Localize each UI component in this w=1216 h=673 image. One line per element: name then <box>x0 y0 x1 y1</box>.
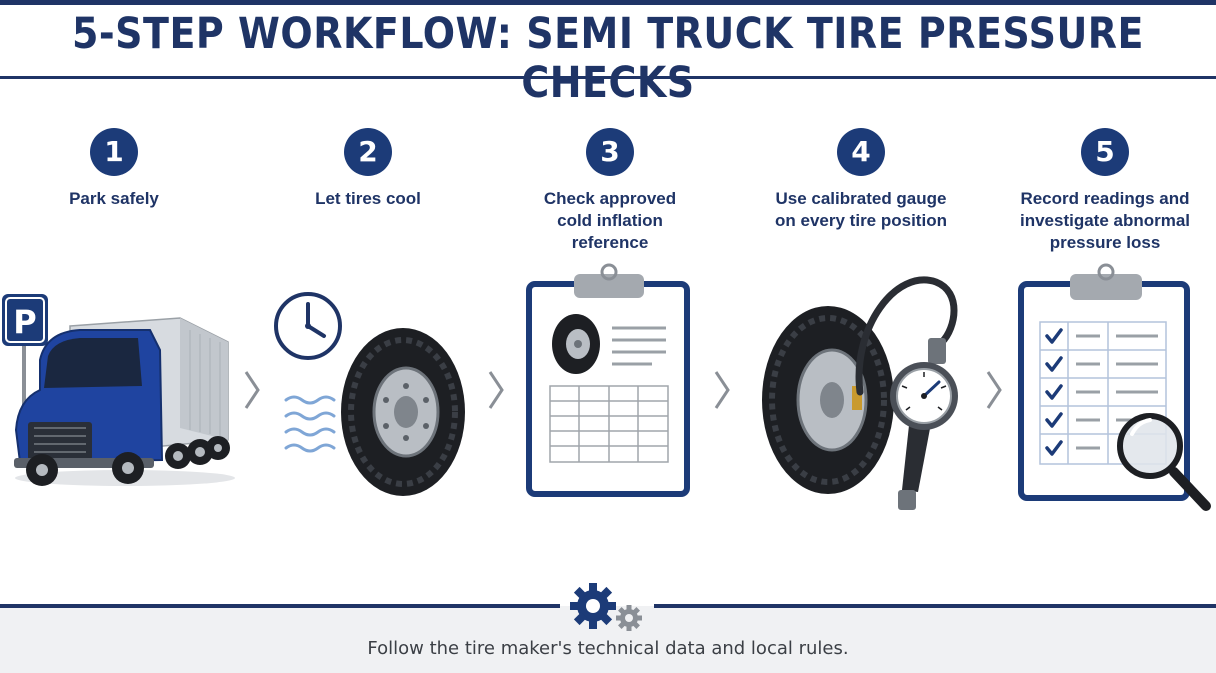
cooling-tire-illustration <box>268 288 478 508</box>
step-5-label: Record readings and investigate abnormal… <box>1019 189 1191 252</box>
footer-rule-left <box>0 604 560 608</box>
chevron-right-icon <box>714 371 730 409</box>
gauge-illustration <box>756 268 978 521</box>
truck-illustration: P <box>0 290 240 505</box>
chevron-right-icon <box>244 371 260 409</box>
page-title: 5-STEP WORKFLOW: SEMI TRUCK TIRE PRESSUR… <box>71 8 1145 108</box>
semi-truck-icon: P <box>2 294 235 486</box>
step-4-number: 4 <box>837 128 885 176</box>
footer-note: Follow the tire maker's technical data a… <box>367 638 849 659</box>
step-1: 1 Park safely <box>4 128 224 210</box>
gears-icon <box>570 583 642 631</box>
parking-sign-letter: P <box>13 303 36 341</box>
step-3-label: Check approved cold inflation reference <box>543 189 677 252</box>
tire-icon <box>762 306 894 494</box>
step-3-number: 3 <box>586 128 634 176</box>
step-1-label: Park safely <box>69 189 159 208</box>
magnifier-icon <box>1117 413 1211 511</box>
step-2-number: 2 <box>344 128 392 176</box>
header-top-rule <box>0 0 1216 5</box>
record-clipboard-illustration <box>1018 262 1216 523</box>
tire-icon <box>341 328 465 496</box>
check-marks-icon <box>1045 328 1063 456</box>
checklist-clipboard-icon <box>1018 263 1211 511</box>
footer: Follow the tire maker's technical data a… <box>0 583 1216 673</box>
reference-table-icon <box>549 385 669 463</box>
step-4-label: Use calibrated gauge on every tire posit… <box>775 189 947 230</box>
step-2-label: Let tires cool <box>315 189 421 208</box>
tire-thumbnail-icon <box>552 314 600 374</box>
header-bottom-rule <box>0 76 1216 79</box>
step-5-number: 5 <box>1081 128 1129 176</box>
footer-rule-right <box>654 604 1216 608</box>
chevron-right-icon <box>488 371 504 409</box>
chevron-right-icon <box>986 371 1002 409</box>
clipboard-icon <box>526 263 690 497</box>
pressure-gauge-icon <box>855 276 958 510</box>
step-1-number: 1 <box>90 128 138 176</box>
header: 5-STEP WORKFLOW: SEMI TRUCK TIRE PRESSUR… <box>0 0 1216 107</box>
clock-icon <box>274 292 342 360</box>
reference-clipboard-illustration <box>526 262 692 503</box>
step-2: 2 Let tires cool <box>258 128 478 210</box>
step-3: 3 Check approved cold inflation referenc… <box>500 128 720 254</box>
step-4: 4 Use calibrated gauge on every tire pos… <box>751 128 971 232</box>
step-5: 5 Record readings and investigate abnorm… <box>995 128 1215 254</box>
cooling-waves-icon <box>284 395 336 453</box>
